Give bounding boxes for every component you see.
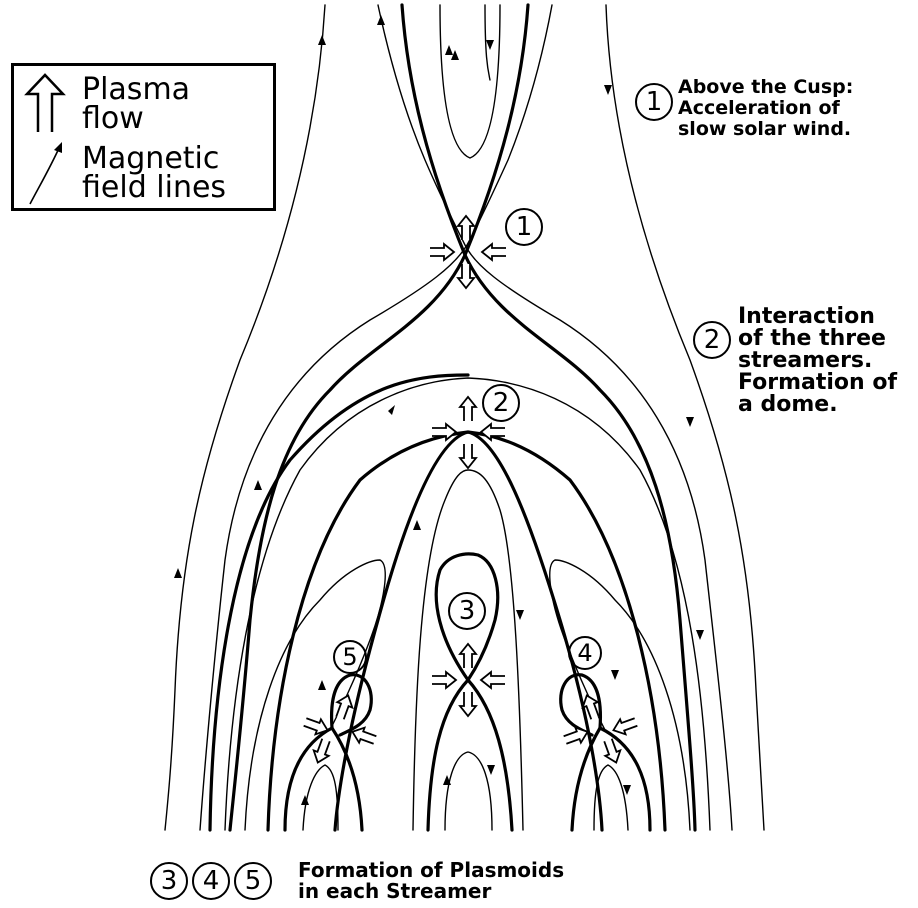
- flow-arrows-x5: [302, 693, 377, 766]
- legend-box: Plasma flow Magnetic field lines: [11, 63, 276, 211]
- field-arrow: [174, 568, 182, 578]
- field-line-left-outer-thin: [245, 560, 385, 830]
- legend-field-label: Magnetic field lines: [82, 144, 226, 202]
- field-arrow: [487, 765, 495, 775]
- field-line-cusp-left-thick: [402, 5, 695, 830]
- field-arrow: [516, 610, 524, 620]
- annotation-dome-text: Interaction of the three streamers. Form…: [738, 306, 897, 416]
- annotation-plasmoid-marker-4: 4: [192, 862, 230, 900]
- field-arrow: [377, 15, 385, 25]
- plasma-flow-icon: [22, 72, 68, 134]
- field-line-dome-thick-right: [335, 432, 665, 830]
- field-arrow: [611, 670, 619, 680]
- field-line-dome-thick-outer: [210, 375, 468, 830]
- marker-5: 5: [333, 640, 367, 674]
- field-arrow: [413, 520, 421, 530]
- annotation-cusp-text: Above the Cusp: Acceleration of slow sol…: [678, 77, 853, 140]
- field-arrow: [318, 35, 326, 45]
- field-line-streamer-3-bottom-loop: [445, 752, 492, 830]
- annotation-cusp-marker: 1: [635, 83, 673, 121]
- legend-flow-label: Plasma flow: [82, 75, 190, 133]
- marker-1: 1: [505, 208, 543, 246]
- marker-3: 3: [448, 592, 486, 630]
- field-arrow: [388, 405, 395, 415]
- field-arrow: [318, 680, 326, 690]
- magnetic-field-line-icon: [26, 140, 66, 206]
- annotation-dome-marker: 2: [693, 321, 731, 359]
- field-arrow: [486, 40, 494, 50]
- field-arrow: [686, 417, 694, 427]
- field-arrow: [254, 480, 262, 490]
- field-line-right-outer-thin: [550, 560, 690, 830]
- field-arrow: [445, 45, 453, 55]
- field-arrow: [696, 630, 704, 640]
- field-line-streamer-5-inner: [303, 765, 338, 830]
- marker-4: 4: [568, 636, 602, 670]
- annotation-plasmoid-marker-3: 3: [150, 862, 188, 900]
- field-arrow: [604, 85, 612, 95]
- annotation-plasmoid-marker-5: 5: [234, 862, 272, 900]
- field-line-top-loop: [440, 5, 500, 158]
- marker-2: 2: [482, 384, 520, 422]
- annotation-plasmoid-text: Formation of Plasmoids in each Streamer: [298, 860, 564, 902]
